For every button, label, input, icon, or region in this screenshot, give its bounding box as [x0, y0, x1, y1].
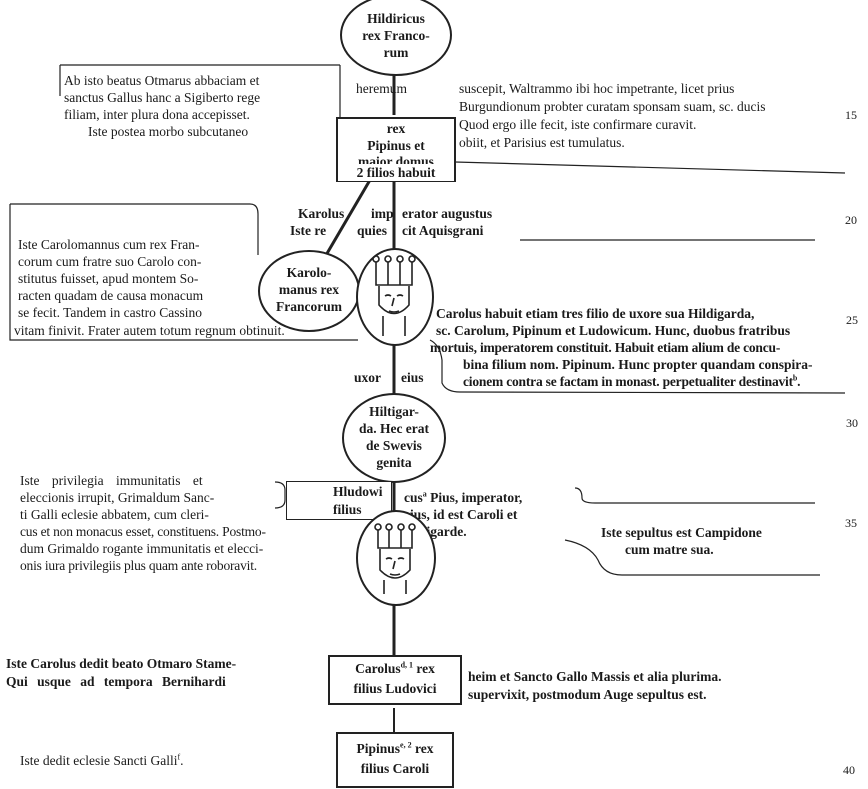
- heim-line-1: heim et Sancto Gallo Massis et alia plur…: [468, 669, 722, 684]
- pipinus-box-line-1: rex: [386, 121, 406, 136]
- hiltigarda-line-1: Hiltigar-: [369, 404, 419, 419]
- iste-dedit-text: Iste dedit eclesie Sancti Gallif.: [20, 752, 184, 769]
- hildiricus-line-3: rum: [383, 45, 409, 60]
- privilegia-line-6: onis iura privilegiis plus quam ante rob…: [20, 558, 257, 573]
- iste-dedit-end: .: [180, 753, 184, 768]
- left-block1-line-3: filiam, inter plura dona accepisset.: [64, 107, 250, 122]
- line-number-35: 35: [845, 516, 857, 530]
- right-block1-line-4: obiit, et Parisius est tumulatus.: [459, 135, 625, 150]
- heim-line-2: supervixit, postmodum Auge sepultus est.: [468, 687, 707, 702]
- pipinus2-line-1: Pipinuse, 2 rex: [336, 740, 454, 757]
- carolomannus-line-3: stitutus fuisset, apud montem So-: [18, 271, 199, 286]
- carolomannus-line-6: vitam finivit. Frater autem totum regnum…: [14, 323, 285, 338]
- karolus-line2-b: quies: [357, 223, 388, 238]
- privilegia-line-3: ti Galli eclesie abbatem, cum cleri-: [20, 507, 209, 522]
- hiltigarda-line-4: genita: [376, 455, 412, 470]
- hildiricus-line-2: rex Franco-: [362, 28, 430, 43]
- privilegia-line-1: Iste privilegia immunitatis et: [20, 473, 203, 488]
- carolus-text-line-5: cionem contra se factam in monast. perpe…: [463, 373, 801, 389]
- line-number-40: 40: [843, 763, 855, 777]
- pius-line-1: cusa Pius, imperator,: [404, 489, 522, 506]
- carolus-box-rex: rex: [413, 661, 435, 676]
- pipinus2-box: [336, 732, 454, 788]
- pius-sup: a: [422, 489, 427, 499]
- pipinus2-name: Pipinus: [356, 741, 401, 756]
- left-block1-line-4: Iste postea morbo subcutaneo: [88, 124, 249, 139]
- carolomannus-line-1: Iste Carolomannus cum rex Fran-: [18, 237, 200, 252]
- carolus-box: [328, 655, 462, 705]
- hludowi-line-2: filius: [333, 502, 362, 517]
- carolus-box-line-2: filius Ludovici: [353, 681, 437, 696]
- hludowi-box: [286, 481, 392, 520]
- pius-line-2: eius, id est Caroli et: [404, 507, 518, 522]
- pipinus-box-line-2: Pipinus et: [367, 138, 425, 153]
- karolus-line2-c: cit Aquisgrani: [402, 223, 484, 238]
- privilegia-line-4: cus et non monacus esset, constituens. P…: [20, 524, 266, 539]
- karolus-line1-c: erator augustus: [402, 206, 493, 221]
- carolus-dedit-line-1: Iste Carolus dedit beato Otmaro Stame-: [6, 656, 237, 671]
- carolus-dedit-line-2: Qui usque ad tempora Bernihardi: [6, 674, 226, 689]
- karolomanus-line-2: manus rex: [278, 282, 340, 297]
- iste-dedit-main: Iste dedit eclesie Sancti Galli: [20, 753, 178, 768]
- carolus-box-sup: d, 1: [400, 660, 414, 670]
- sepultus-line-2: cum matre sua.: [625, 542, 714, 557]
- karolus-line2-a: Iste re: [290, 223, 327, 238]
- carolomannus-line-5: se fecit. Tandem in castro Cassino: [18, 305, 203, 320]
- carolus-portrait-oval: [356, 248, 434, 346]
- pipinus2-sup: e, 2: [400, 740, 412, 750]
- hludowi-line-1: Hludowi: [333, 484, 383, 499]
- karolomanus-line-1: Karolo-: [286, 265, 332, 280]
- carolus-text-line-5-main: cionem contra se factam in monast. perpe…: [463, 374, 793, 389]
- karolus-line1-a: Karolus: [298, 206, 345, 221]
- privilegia-line-2: eleccionis irrupit, Grimaldum Sanc-: [20, 490, 215, 505]
- pipinus2-line-2: filius Caroli: [360, 761, 430, 776]
- hildiricus-line-1: Hildiricus: [367, 11, 425, 26]
- hiltigarda-line-3: de Swevis: [366, 438, 422, 453]
- carolomannus-line-4: racten quadam de causa monacum: [18, 288, 204, 303]
- right-block1-line-3: Quod ergo ille fecit, iste confirmare cu…: [459, 117, 697, 132]
- carolus-text-line-4: bina filium nom. Pipinum. Hunc propter q…: [463, 357, 813, 372]
- sepultus-line-1: Iste sepultus est Campidone: [601, 525, 762, 540]
- right-block1-line-2: Burgundionum probter curatam sponsam sua…: [459, 99, 766, 114]
- hildiricus-oval: [340, 0, 452, 76]
- carolus-text-line-2: sc. Carolum, Pipinum et Ludowicum. Hunc,…: [436, 323, 791, 338]
- eius-text: eius: [401, 370, 424, 385]
- karolomanus-oval: [258, 250, 360, 332]
- left-block1-line-2: sanctus Gallus hanc a Sigiberto rege: [64, 90, 261, 105]
- hiltigarda-oval: [342, 393, 446, 483]
- carolus-text-line-1: Carolus habuit etiam tres filio de uxore…: [436, 306, 755, 321]
- pius-pre: cus: [404, 490, 423, 505]
- pipinus-box-line-4: 2 filios habuit: [338, 164, 454, 181]
- carolus-text-sup: b: [792, 373, 798, 383]
- right-block1-line-1: suscepit, Waltrammo ibi hoc impetrante, …: [459, 81, 735, 96]
- line-number-15: 15: [845, 108, 857, 122]
- hiltigarda-line-2: da. Hec erat: [358, 421, 430, 436]
- karolomanus-line-3: Francorum: [276, 299, 342, 314]
- pius-line-1-text: Pius, imperator,: [426, 490, 523, 505]
- left-block1-line-1: Ab isto beatus Otmarus abbaciam et: [64, 73, 260, 88]
- ludowicus-portrait-oval: [356, 510, 436, 606]
- carolomannus-line-2: corum cum fratre suo Carolo con-: [18, 254, 202, 269]
- carolus-box-line-1: Carolusd, 1 rex: [328, 660, 462, 677]
- line-number-25: 25: [846, 313, 858, 327]
- carolus-text-line-3: mortuis, imperatorem constituit. Habuit …: [430, 340, 781, 355]
- line-number-20: 20: [845, 213, 857, 227]
- line-number-30: 30: [846, 416, 858, 430]
- carolus-box-name: Carolus: [355, 661, 401, 676]
- heremum-text: heremum: [356, 81, 407, 96]
- uxor-text: uxor: [354, 370, 381, 385]
- karolus-line1-b: imp: [371, 206, 394, 221]
- iste-dedit-sup: f: [177, 752, 181, 762]
- privilegia-line-5: dum Grimaldo rogante immunitatis et elec…: [20, 541, 264, 556]
- pipinus2-rex: rex: [411, 741, 434, 756]
